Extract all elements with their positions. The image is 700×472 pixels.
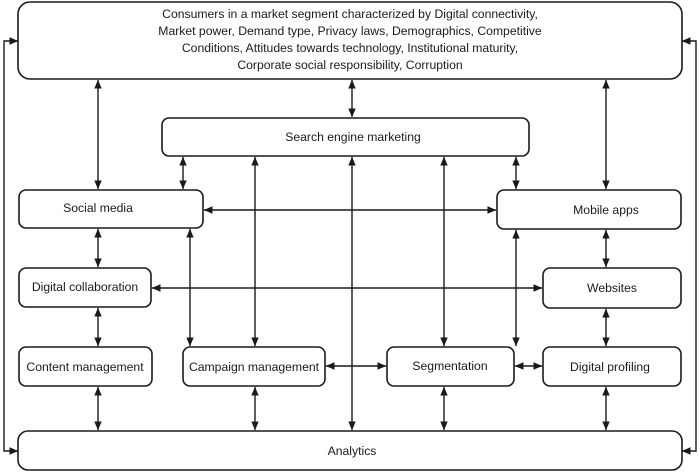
node-segmentation: Segmentation (386, 346, 515, 387)
websites-label: Websites (587, 281, 637, 295)
consumers-line-3: Conditions, Attitudes towards technology… (182, 41, 518, 55)
node-digital-collaboration: Digital collaboration (18, 267, 152, 308)
segmentation-label: Segmentation (412, 359, 487, 373)
node-social-media: Social media (18, 189, 204, 229)
consumers-line-2: Market power, Demand type, Privacy laws,… (158, 24, 542, 38)
analytics-label: Analytics (328, 444, 377, 458)
node-digital-profiling: Digital profiling (542, 346, 682, 387)
node-campaign-management: Campaign management (182, 346, 326, 387)
connectors (3, 37, 697, 455)
consumers-line-4: Corporate social responsibility, Corrupt… (237, 58, 462, 72)
digital-profiling-label: Digital profiling (570, 360, 650, 374)
content-management-label: Content management (26, 360, 144, 374)
edge-consumers-analytics-right (681, 37, 697, 455)
digital-collaboration-label: Digital collaboration (32, 280, 138, 294)
node-websites: Websites (542, 267, 682, 309)
mobile-apps-label: Mobile apps (573, 203, 639, 217)
social-media-label: Social media (63, 201, 133, 215)
campaign-management-label: Campaign management (189, 360, 320, 374)
node-mobile-apps: Mobile apps (496, 189, 682, 230)
node-content-management: Content management (18, 346, 153, 387)
node-analytics: Analytics (17, 430, 683, 471)
edge-consumers-analytics-left (3, 37, 19, 455)
node-consumers: Consumers in a market segment characteri… (17, 1, 683, 80)
node-search-engine-marketing: Search engine marketing (161, 117, 530, 157)
consumers-line-1: Consumers in a market segment characteri… (162, 7, 538, 21)
search-engine-marketing-label: Search engine marketing (285, 130, 421, 144)
